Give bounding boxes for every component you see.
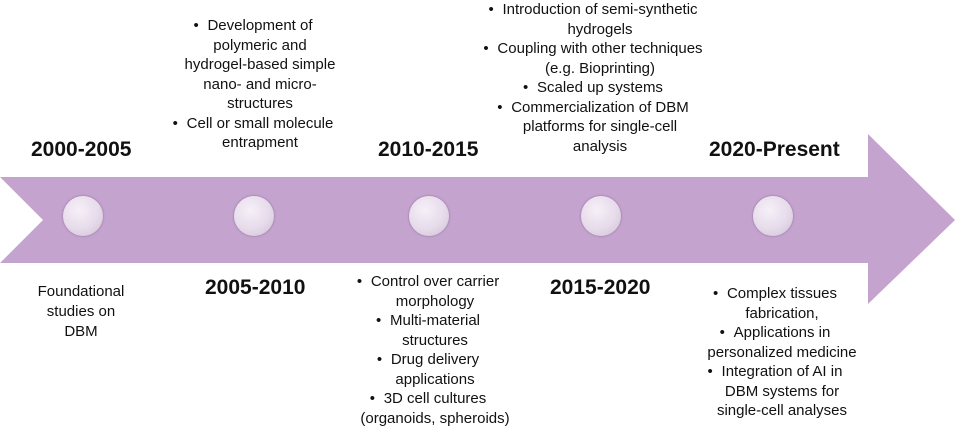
bullet-line: nano- and micro- bbox=[203, 75, 317, 93]
bullet-item: Cell or small molecule entrapment bbox=[150, 114, 370, 153]
bullet-line: (organoids, spheroids) bbox=[360, 409, 510, 427]
bullet-item: 3D cell cultures (organoids, spheroids) bbox=[335, 389, 535, 428]
milestone-dot-1 bbox=[63, 196, 103, 236]
bullet-line: Cell or small molecule bbox=[186, 114, 334, 132]
bullet-line: morphology bbox=[395, 292, 475, 310]
year-label-2005-2010: 2005-2010 bbox=[205, 276, 306, 299]
description-line: DBM bbox=[64, 323, 98, 340]
year-label-2010-2015: 2010-2015 bbox=[378, 138, 479, 161]
bullet-line: platforms for single-cell bbox=[522, 118, 678, 135]
bullet-item: Introduction of semi-synthetic hydrogels bbox=[455, 0, 745, 39]
period-4-bullets: Introduction of semi-synthetic hydrogels… bbox=[455, 0, 745, 156]
bullet-line: structures bbox=[402, 331, 468, 349]
bullet-item: Control over carrier morphology bbox=[335, 272, 535, 311]
bullet-item: Coupling with other techniques (e.g. Bio… bbox=[455, 39, 745, 78]
timeline-arrow-shape bbox=[0, 134, 955, 304]
bullet-line: hydrogel-based simple bbox=[184, 56, 336, 73]
bullet-line: hydrogels bbox=[567, 20, 633, 38]
bullet-line: 3D cell cultures bbox=[383, 390, 487, 407]
milestone-dot-3 bbox=[409, 196, 449, 236]
bullet-line: single-cell analyses bbox=[716, 402, 848, 419]
bullet-line: DBM systems for bbox=[724, 382, 840, 400]
description-line: studies on bbox=[46, 303, 116, 320]
bullet-line: fabrication, bbox=[745, 304, 819, 322]
bullet-item: Applications in personalized medicine bbox=[682, 323, 882, 362]
bullet-line: Commercialization of DBM bbox=[511, 98, 689, 116]
bullet-line: Integration of AI in bbox=[721, 363, 843, 380]
year-label-2015-2020: 2015-2020 bbox=[550, 276, 651, 299]
bullet-line: personalized medicine bbox=[707, 343, 857, 361]
bullet-line: Coupling with other techniques bbox=[497, 40, 703, 57]
milestone-dot-2 bbox=[234, 196, 274, 236]
bullet-line: Development of bbox=[207, 17, 313, 34]
bullet-line: structures bbox=[227, 95, 293, 112]
bullet-line: Drug delivery bbox=[390, 351, 480, 368]
bullet-line: Control over carrier bbox=[370, 273, 500, 290]
bullet-item: Development of polymeric and hydrogel-ba… bbox=[150, 16, 370, 114]
period-3-bullets: Control over carrier morphology Multi-ma… bbox=[335, 272, 535, 428]
bullet-item: Complex tissues fabrication, bbox=[682, 284, 882, 323]
period-2-bullets: Development of polymeric and hydrogel-ba… bbox=[150, 16, 370, 153]
milestone-dot-5 bbox=[753, 196, 793, 236]
bullet-item: Integration of AI in DBM systems for sin… bbox=[682, 362, 882, 421]
period-5-bullets: Complex tissues fabrication, Application… bbox=[682, 284, 882, 421]
bullet-line: Introduction of semi-synthetic bbox=[502, 1, 698, 18]
bullet-line: (e.g. Bioprinting) bbox=[544, 59, 656, 77]
milestone-dot-4 bbox=[581, 196, 621, 236]
bullet-line: analysis bbox=[572, 137, 628, 155]
bullet-item: Multi-material structures bbox=[335, 311, 535, 350]
year-label-2000-2005: 2000-2005 bbox=[31, 138, 132, 161]
period-1-description: Foundational studies on DBM bbox=[20, 282, 142, 342]
bullet-line: Scaled up systems bbox=[537, 79, 663, 96]
bullet-item: Scaled up systems bbox=[455, 78, 745, 98]
description-line: Foundational bbox=[37, 283, 125, 300]
bullet-item: Commercialization of DBM platforms for s… bbox=[455, 98, 745, 157]
bullet-item: Drug delivery applications bbox=[335, 350, 535, 389]
bullet-line: Applications in bbox=[733, 324, 831, 341]
bullet-line: polymeric and bbox=[213, 36, 307, 54]
bullet-line: Multi-material bbox=[389, 312, 480, 329]
bullet-line: applications bbox=[395, 370, 475, 388]
bullet-line: entrapment bbox=[222, 134, 298, 151]
bullet-line: Complex tissues bbox=[726, 285, 838, 302]
